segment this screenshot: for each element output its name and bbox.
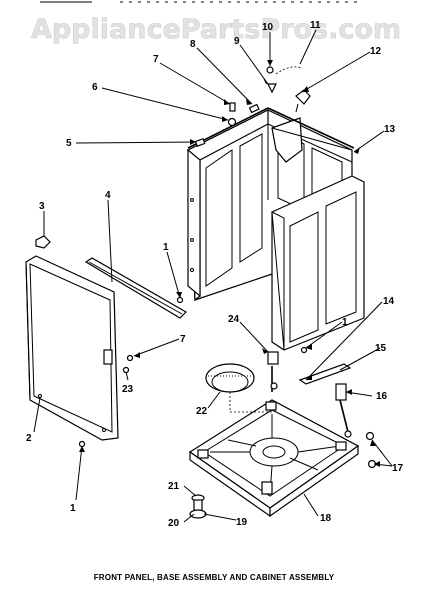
callout-5: 5 — [66, 138, 72, 149]
callout-1-mid: 1 — [163, 242, 169, 253]
callout-14: 14 — [383, 296, 395, 307]
callout-21: 21 — [168, 481, 180, 492]
callout-4: 4 — [105, 190, 111, 201]
callout-numbers: 3 4 5 6 7 8 9 10 11 12 13 1 7 23 2 1 1 1… — [26, 20, 404, 529]
base-assembly — [188, 399, 360, 518]
callout-23: 23 — [122, 384, 134, 395]
part-16-bracket — [335, 383, 352, 438]
callout-7-low: 7 — [180, 334, 186, 345]
callout-10: 10 — [262, 22, 274, 33]
callout-8: 8 — [190, 39, 196, 50]
arrowheads — [79, 60, 380, 467]
callout-20: 20 — [168, 518, 180, 529]
callout-6: 6 — [92, 82, 98, 93]
callout-15: 15 — [375, 343, 387, 354]
callout-22: 22 — [196, 406, 208, 417]
part-17-screws — [365, 431, 377, 469]
part-4-strip — [84, 257, 187, 319]
callout-11: 11 — [310, 20, 321, 31]
callout-24: 24 — [228, 314, 240, 325]
callout-19: 19 — [236, 517, 248, 528]
leveling-foot — [189, 494, 207, 519]
callout-1-lower: 1 — [70, 503, 76, 514]
callout-18: 18 — [320, 513, 332, 524]
callout-16: 16 — [376, 391, 388, 402]
front-panel — [25, 255, 119, 441]
callout-12: 12 — [370, 46, 382, 57]
callout-1-right: 1 — [342, 317, 348, 328]
callout-3: 3 — [39, 201, 45, 212]
part-15-bracket — [267, 351, 352, 392]
cabinet-assembly — [187, 107, 365, 351]
part-22-seal — [205, 363, 272, 413]
watermark: AppliancePartsPros.com — [31, 14, 401, 45]
callout-13: 13 — [384, 124, 396, 135]
part-3-clip — [35, 235, 51, 249]
top-hardware — [194, 66, 311, 147]
diagram-caption: FRONT PANEL, BASE ASSEMBLY AND CABINET A… — [94, 573, 335, 582]
callout-2: 2 — [26, 433, 32, 444]
leader-lines — [33, 29, 393, 523]
callout-7-top: 7 — [153, 54, 159, 65]
screws — [78, 296, 308, 448]
callout-9: 9 — [234, 36, 240, 47]
callout-17: 17 — [392, 463, 404, 474]
